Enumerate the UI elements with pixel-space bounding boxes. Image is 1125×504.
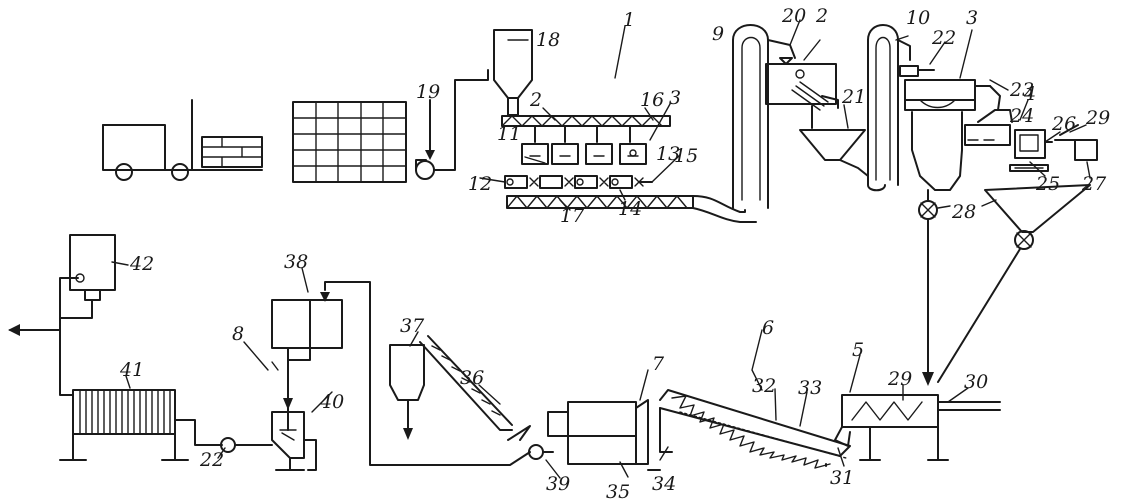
label-9: 9 <box>712 23 724 45</box>
label-23: 23 <box>1009 79 1034 101</box>
number-labels: 1 2 16 3 11 13 15 12 17 14 18 19 9 20 2 … <box>119 5 1110 503</box>
label-28: 28 <box>951 201 976 223</box>
filter-38 <box>271 281 531 466</box>
label-33: 33 <box>798 377 822 399</box>
label-34: 34 <box>652 473 676 495</box>
label-16: 16 <box>640 89 664 111</box>
label-38: 38 <box>284 251 308 273</box>
hopper-21 <box>799 105 869 177</box>
storage-grid <box>292 101 407 183</box>
lower-screw-conveyor <box>506 195 757 223</box>
label-3: 3 <box>669 87 681 109</box>
label-24: 24 <box>1009 105 1034 127</box>
extruder-35 <box>547 399 673 471</box>
label-15: 15 <box>674 145 698 167</box>
label-19: 19 <box>416 81 440 103</box>
label-41: 41 <box>119 359 144 381</box>
unit-24 <box>964 85 1013 146</box>
label-7: 7 <box>652 353 665 375</box>
mixer-unit-3 <box>899 65 991 111</box>
label-13: 13 <box>656 143 680 165</box>
label-27: 27 <box>1081 173 1107 195</box>
label-8: 8 <box>232 323 244 345</box>
label-21: 21 <box>841 86 866 108</box>
label-1: 1 <box>623 9 635 31</box>
label-11: 11 <box>497 123 521 145</box>
label-30: 30 <box>964 371 988 393</box>
leader-lines <box>111 19 1091 479</box>
tank-40 <box>271 398 317 471</box>
bucket-elevator-9 <box>732 24 796 209</box>
label-4: 4 <box>1023 83 1036 105</box>
label-39: 39 <box>546 473 570 495</box>
tank-42 <box>8 234 116 336</box>
hopper-28 <box>937 184 1091 383</box>
label-26: 26 <box>1051 113 1076 135</box>
mixer-5 <box>834 394 1001 461</box>
label-14: 14 <box>618 198 642 220</box>
label-5: 5 <box>852 339 864 361</box>
blower-19 <box>415 69 489 180</box>
label-12: 12 <box>468 173 492 195</box>
label-42: 42 <box>129 253 154 275</box>
label-37: 37 <box>400 315 425 337</box>
upper-screw-conveyor <box>501 115 671 143</box>
label-40: 40 <box>319 391 344 413</box>
controller <box>1009 124 1098 172</box>
label-17: 17 <box>560 205 585 227</box>
forklift <box>102 99 263 181</box>
filter-row <box>504 175 653 189</box>
pump-22 <box>220 437 273 453</box>
label-2b: 2 <box>815 5 828 27</box>
label-25: 25 <box>1035 173 1060 195</box>
label-36: 36 <box>460 367 484 389</box>
label-22: 22 <box>931 27 956 49</box>
label-10: 10 <box>906 7 930 29</box>
label-29b: 29 <box>1085 107 1110 129</box>
label-22b: 22 <box>199 449 224 471</box>
label-2: 2 <box>529 89 542 111</box>
bucket-elevator-10 <box>867 24 911 192</box>
label-29: 29 <box>887 368 912 390</box>
inclined-conveyor-36 <box>419 335 531 441</box>
filter-press-41 <box>59 329 223 461</box>
cyclone-silo <box>911 111 963 386</box>
silo-18 <box>493 29 533 116</box>
pump-39 <box>528 444 554 460</box>
label-6: 6 <box>762 317 774 339</box>
label-3b: 3 <box>966 7 978 29</box>
label-32: 32 <box>752 375 776 397</box>
label-35: 35 <box>606 481 630 503</box>
label-18: 18 <box>536 29 560 51</box>
label-31: 31 <box>830 467 854 489</box>
conveyor-6 <box>659 389 851 469</box>
label-20: 20 <box>781 5 806 27</box>
reactor-tanks <box>521 143 647 165</box>
silo-37 <box>389 344 425 440</box>
dryer-20 <box>765 57 839 111</box>
